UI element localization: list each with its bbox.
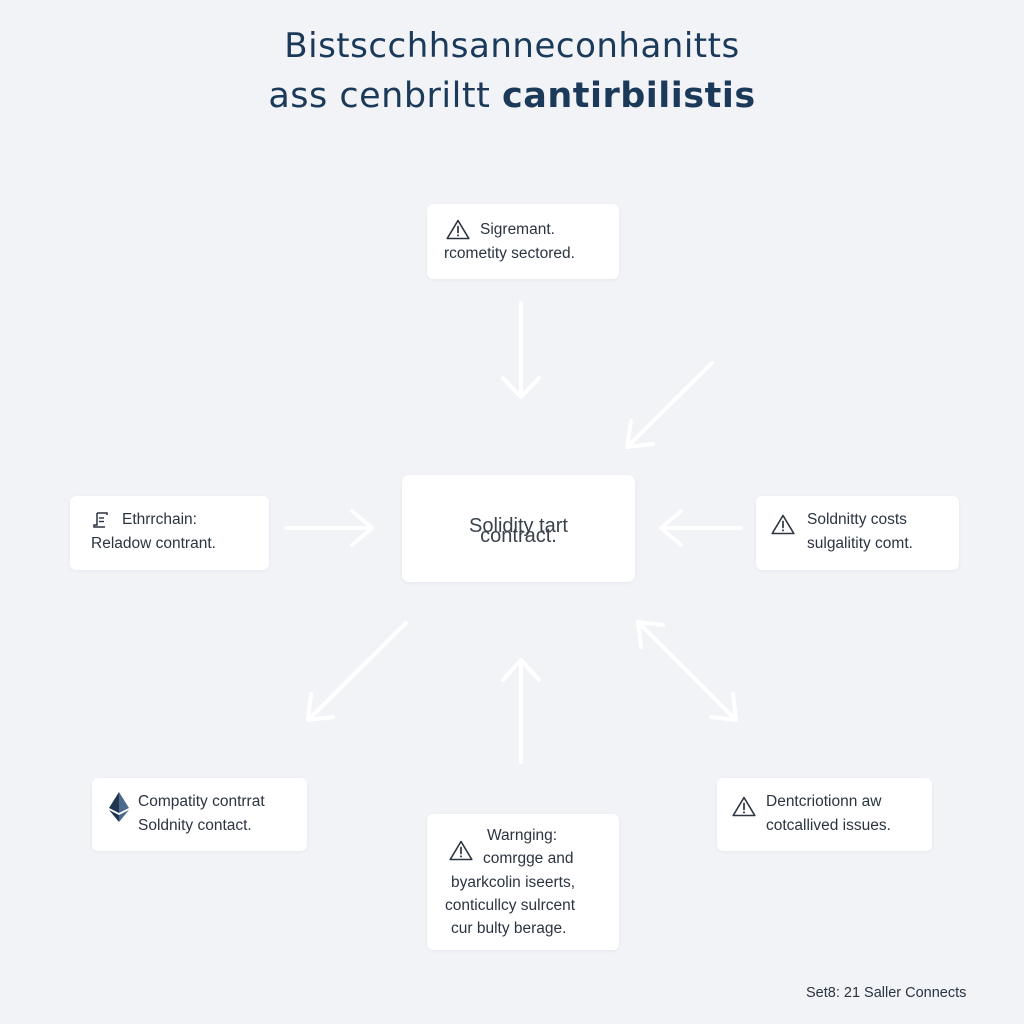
card-right: Soldnitty costs sulgalitity comt. — [756, 496, 959, 570]
center-line-2: contract. — [480, 525, 557, 547]
card-center-solidity-contract: Solidity tart contract. — [402, 475, 635, 582]
card-bottom-line-4: conticullcy sulrcent — [445, 896, 576, 914]
card-left-line-1: Ethrrchain: — [122, 511, 197, 528]
card-bottom-right-line-1: Dentcriotionn aw — [766, 793, 882, 810]
warning-icon — [771, 514, 795, 543]
card-bottom-left-line-1: Compatity contrrat — [138, 793, 265, 810]
card-top-line-1: Sigremant. — [480, 221, 555, 238]
arrow-upper-right-to-center — [625, 361, 714, 449]
arrow-center-to-bottom-left — [306, 621, 408, 722]
ethereum-icon — [108, 792, 130, 830]
card-left: Ethrrchain: Reladow contrant. — [70, 496, 269, 570]
card-bottom-line-1: Warnging: — [487, 827, 558, 844]
card-bottom-line-3: byarkcolin iseerts, — [451, 873, 576, 891]
warning-icon — [732, 796, 756, 825]
title-line-2-regular: ass cenbriltt — [268, 76, 502, 116]
card-bottom-left-line-2: Soldnity contact. — [138, 817, 252, 834]
card-top: Sigremant. rcometity sectored. — [427, 204, 619, 279]
warning-icon — [449, 840, 473, 869]
footer-caption: Set8: 21 Saller Connects — [806, 985, 967, 1001]
card-bottom-left: Compatity contrrat Soldnity contact. — [92, 778, 307, 851]
arrow-left-to-center — [284, 509, 374, 547]
center-line-1: Solidity tart — [469, 515, 568, 537]
arrow-top-to-center — [501, 301, 541, 399]
arrow-right-to-center — [659, 509, 743, 547]
diagram-title-line-2: ass cenbriltt cantirbilistis — [0, 76, 1024, 116]
card-top-line-2: rcometity sectored. — [444, 245, 575, 262]
card-bottom-right: Dentcriotionn aw cotcallived issues. — [717, 778, 932, 851]
card-bottom-line-5: cur bulty berage. — [451, 920, 567, 938]
arrow-center-bottom-right-bidirectional — [636, 620, 738, 722]
title-line-2-bold: cantirbilistis — [501, 76, 756, 116]
card-bottom: Warnging: comrgge and byarkcolin iseerts… — [427, 814, 619, 950]
warning-icon — [446, 219, 470, 248]
arrow-bottom-to-center — [501, 658, 541, 764]
card-right-line-2: sulgalitity comt. — [807, 535, 913, 552]
card-right-line-1: Soldnitty costs — [807, 511, 907, 528]
diagram-title-line-1: Bistscchhsanneconhanitts — [284, 26, 740, 66]
card-bottom-line-2: comrgge and — [483, 850, 574, 868]
document-icon — [92, 511, 110, 537]
card-bottom-right-line-2: cotcallived issues. — [766, 817, 891, 834]
card-left-line-2: Reladow contrant. — [91, 535, 216, 552]
